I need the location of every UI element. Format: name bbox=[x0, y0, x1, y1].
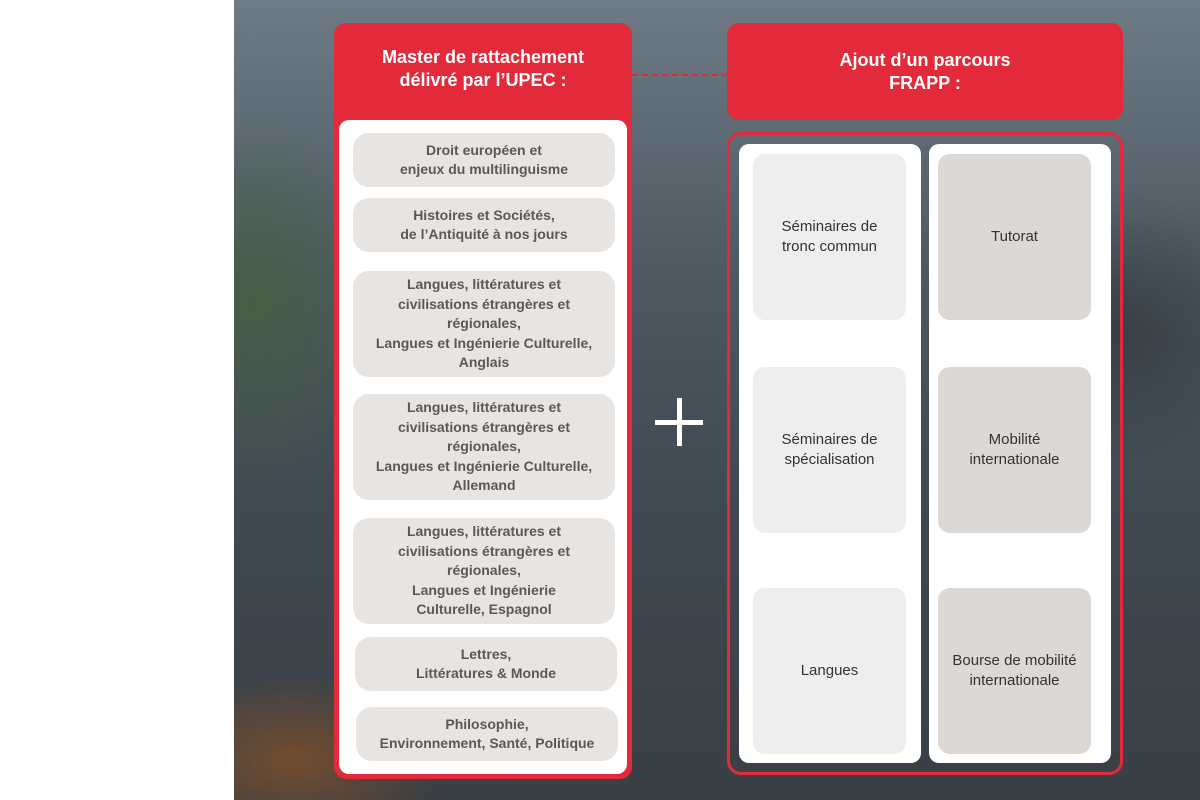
plus-icon bbox=[655, 398, 703, 446]
tile-langues: Langues bbox=[753, 588, 906, 754]
master-list-panel: Droit européen et enjeux du multilinguis… bbox=[339, 120, 627, 774]
master-item-line: Culturelle, Espagnol bbox=[416, 601, 552, 618]
master-item-line: Littératures & Monde bbox=[415, 665, 556, 681]
tile-line: tronc commun bbox=[781, 238, 878, 255]
master-item-line: régionales, bbox=[447, 438, 521, 455]
tile-line: spécialisation bbox=[784, 451, 875, 468]
master-item-line: Langues, littératures et bbox=[406, 399, 562, 416]
tile-line: Tutorat bbox=[991, 228, 1038, 245]
master-item-line: enjeux du multilinguisme bbox=[399, 161, 569, 177]
master-item-langues-espagnol: Langues, littératures et civilisations é… bbox=[353, 518, 615, 624]
master-item-line: Histoires et Sociétés, bbox=[413, 206, 555, 223]
frapp-frame bbox=[727, 132, 1123, 775]
master-item-line: de l’Antiquité à nos jours bbox=[400, 226, 568, 242]
master-column: Master de rattachement délivré par l’UPE… bbox=[334, 23, 632, 779]
tile-seminaires-specialisation: Séminaires de spécialisation bbox=[753, 367, 906, 533]
master-title-line-1: Master de rattachement bbox=[381, 47, 585, 67]
master-item-line: régionales, bbox=[447, 315, 521, 332]
dashed-connector-line bbox=[632, 74, 728, 76]
master-item-line: Langues, littératures et bbox=[406, 523, 562, 540]
tile-line: Langues bbox=[800, 662, 859, 679]
tile-seminaires-tronc-commun: Séminaires de tronc commun bbox=[753, 154, 906, 320]
tile-line: Bourse de mobilité bbox=[952, 652, 1077, 669]
tile-line: internationale bbox=[969, 672, 1060, 689]
master-item-line: Lettres, bbox=[460, 645, 512, 662]
master-title-line-2: délivré par l’UPEC : bbox=[399, 70, 567, 90]
master-item-lettres: Lettres, Littératures & Monde bbox=[355, 637, 617, 691]
tile-line: Mobilité bbox=[988, 431, 1041, 448]
frapp-left-panel: Séminaires de tronc commun Séminaires de… bbox=[739, 144, 921, 763]
tile-bourse-mobilite: Bourse de mobilité internationale bbox=[938, 588, 1091, 754]
frapp-title-line-2: FRAPP : bbox=[889, 72, 961, 93]
tile-tutorat: Tutorat bbox=[938, 154, 1091, 320]
tile-line: internationale bbox=[969, 451, 1060, 468]
master-item-line: Anglais bbox=[458, 354, 510, 371]
master-item-droit: Droit européen et enjeux du multilinguis… bbox=[353, 133, 615, 187]
master-item-line: Allemand bbox=[452, 477, 516, 494]
tile-line: Séminaires de bbox=[781, 218, 878, 235]
master-item-line: civilisations étrangères et bbox=[398, 418, 570, 435]
master-item-line: Environnement, Santé, Politique bbox=[379, 735, 595, 751]
master-item-line: civilisations étrangères et bbox=[398, 295, 570, 312]
master-item-line: Langues et Ingénierie bbox=[412, 581, 556, 598]
tile-mobilite-internationale: Mobilité internationale bbox=[938, 367, 1091, 533]
frapp-title-line-1: Ajout d’un parcours bbox=[839, 49, 1011, 70]
master-item-histoire: Histoires et Sociétés, de l’Antiquité à … bbox=[353, 198, 615, 252]
master-item-langues-allemand: Langues, littératures et civilisations é… bbox=[353, 394, 615, 500]
master-item-line: Droit européen et bbox=[426, 141, 542, 158]
master-column-header: Master de rattachement délivré par l’UPE… bbox=[334, 23, 632, 119]
master-item-line: Langues et Ingénierie Culturelle, bbox=[375, 334, 593, 351]
tile-line: Séminaires de bbox=[781, 431, 878, 448]
master-item-line: régionales, bbox=[447, 562, 521, 579]
master-item-line: Philosophie, bbox=[445, 715, 529, 732]
frapp-column-header: Ajout d’un parcours FRAPP : bbox=[727, 23, 1123, 120]
master-item-line: civilisations étrangères et bbox=[398, 542, 570, 559]
master-item-line: Langues et Ingénierie Culturelle, bbox=[375, 457, 593, 474]
master-item-line: Langues, littératures et bbox=[406, 276, 562, 293]
frapp-right-panel: Tutorat Mobilité internationale Bourse d… bbox=[929, 144, 1111, 763]
master-item-langues-anglais: Langues, littératures et civilisations é… bbox=[353, 271, 615, 377]
master-item-philosophie: Philosophie, Environnement, Santé, Polit… bbox=[356, 707, 618, 761]
